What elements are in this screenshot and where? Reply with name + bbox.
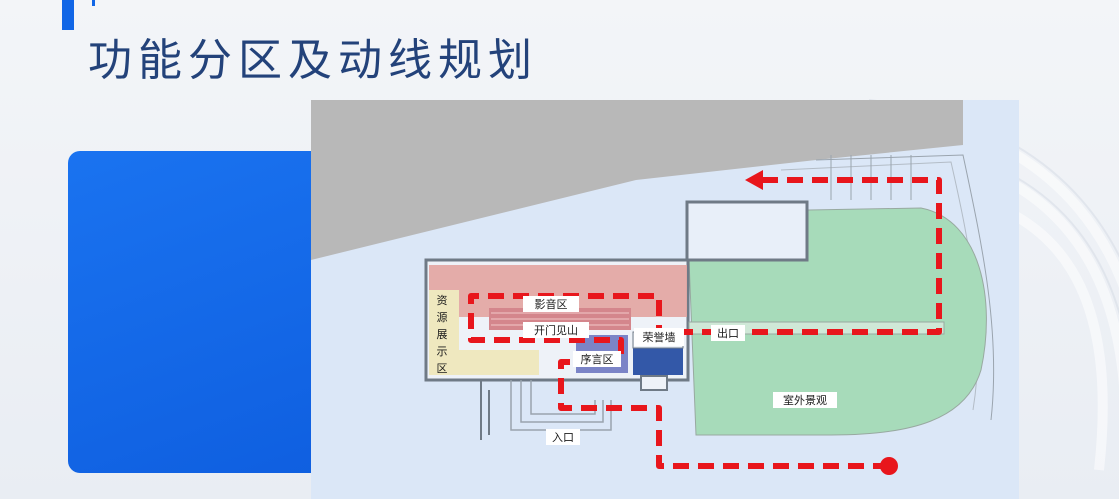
route-start-dot: [880, 457, 898, 475]
resource-zone-char-3: 展: [437, 328, 448, 341]
preface-zone-label: 序言区: [581, 352, 614, 366]
floor-plan: 资 源 展 示 区 影音区 开门见山 荣誉墙 序言区 出口 入口 室外景观: [311, 100, 1019, 499]
exit-label: 出口: [717, 326, 739, 340]
blue-side-card: [68, 151, 330, 473]
exit-pillar: [640, 375, 668, 391]
resource-zone-char-1: 资: [437, 294, 448, 307]
av-zone-label: 影音区: [535, 297, 568, 311]
mountain-zone-label: 开门见山: [534, 323, 578, 337]
resource-zone-char-4: 示: [437, 345, 448, 358]
visitor-route: [468, 177, 942, 469]
honor-wall-label: 荣誉墙: [643, 330, 676, 344]
entrance-label: 入口: [552, 431, 574, 444]
resource-zone-char-2: 源: [437, 310, 448, 324]
page-title: 功能分区及动线规划: [88, 35, 538, 86]
upper-annex-room: [685, 200, 809, 262]
site-curve-edge: [815, 154, 995, 421]
route-arrow-head: [745, 170, 763, 190]
honor-wall-area: [633, 348, 683, 375]
outdoor-landscape-label: 室外景观: [783, 393, 827, 407]
gray-building: [311, 100, 963, 260]
resource-zone-label: 资 源 展 示 区: [431, 290, 453, 375]
accent-bar-small: [92, 0, 95, 6]
accent-bar: [62, 0, 74, 30]
route-path: [468, 177, 942, 469]
resource-zone-char-5: 区: [437, 362, 448, 375]
